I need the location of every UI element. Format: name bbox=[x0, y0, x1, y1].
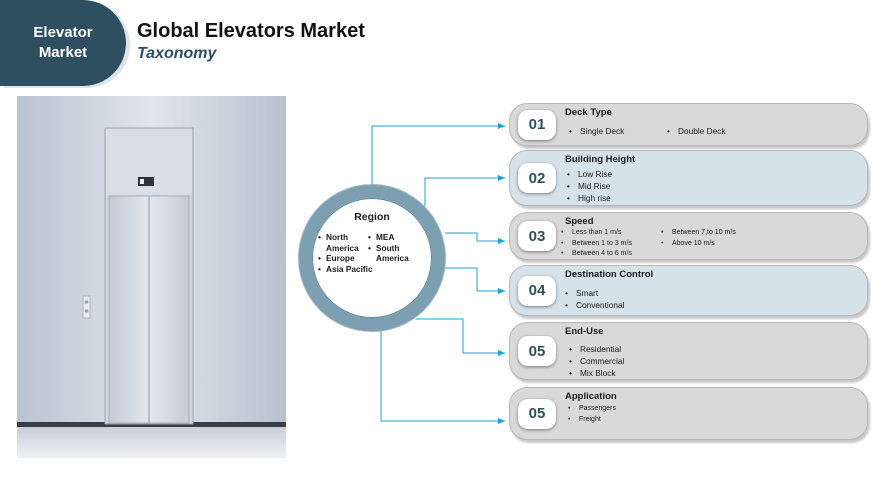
segment-item: Conventional bbox=[565, 299, 624, 311]
arrow-icon bbox=[498, 238, 505, 244]
segment-items: Passengers Freight bbox=[568, 404, 616, 425]
segment-item: Smart bbox=[565, 287, 624, 299]
segment-items: Double Deck bbox=[667, 125, 726, 137]
segment-item: Between 1 to 3 m/s bbox=[561, 239, 632, 250]
segment-number: 01 bbox=[518, 109, 556, 140]
segment-title: Destination Control bbox=[565, 269, 654, 280]
segment-items: Less than 1 m/s Between 1 to 3 m/s Betwe… bbox=[561, 228, 632, 260]
segment-item: Residential bbox=[569, 343, 624, 355]
segment-destination-control: 04 Destination Control Smart Conventiona… bbox=[509, 265, 868, 316]
segment-number: 03 bbox=[518, 221, 556, 251]
region-item: Europe bbox=[318, 253, 382, 264]
segment-deck-type: 01 Deck Type Single Deck Double Deck bbox=[509, 103, 868, 146]
arrow-icon bbox=[498, 175, 505, 181]
segment-item: Less than 1 m/s bbox=[561, 228, 632, 239]
arrow-icon bbox=[498, 350, 505, 356]
segment-title: Deck Type bbox=[565, 107, 612, 118]
connector-line bbox=[371, 125, 505, 186]
segment-number: 05 bbox=[518, 336, 556, 366]
connector-line bbox=[380, 331, 505, 422]
segment-item: Commercial bbox=[569, 355, 624, 367]
segment-number: 05 bbox=[518, 398, 556, 429]
segment-title: Application bbox=[565, 391, 617, 402]
connector-line bbox=[416, 318, 505, 354]
arrow-icon bbox=[498, 123, 505, 129]
segment-items: Smart Conventional bbox=[565, 287, 624, 311]
badge-text: Elevator Market bbox=[33, 24, 93, 61]
region-item: Asia Pacific bbox=[318, 264, 382, 275]
segment-application: 05 Application Passengers Freight bbox=[509, 387, 868, 440]
segment-title: Speed bbox=[565, 216, 594, 227]
segment-end-use: 05 End-Use Residential Commercial Mix Bl… bbox=[509, 322, 868, 380]
page-title: Global Elevators Market bbox=[137, 20, 365, 42]
segment-item: Passengers bbox=[568, 404, 616, 415]
segment-items: Residential Commercial Mix Block bbox=[569, 343, 624, 379]
page-subtitle: Taxonomy bbox=[137, 45, 217, 62]
region-item: South America bbox=[368, 243, 428, 264]
segment-item: Double Deck bbox=[667, 125, 726, 137]
connector-line bbox=[424, 177, 505, 206]
segment-building-height: 02 Building Height Low Rise Mid Rise Hig… bbox=[509, 150, 868, 206]
region-title: Region bbox=[354, 211, 390, 223]
segment-item: Freight bbox=[568, 415, 616, 426]
arrow-icon bbox=[498, 418, 505, 424]
segment-speed: 03 Speed Less than 1 m/s Between 1 to 3 … bbox=[509, 212, 868, 260]
connector-line bbox=[438, 267, 505, 292]
segment-item: Single Deck bbox=[569, 125, 624, 137]
region-item: MEA bbox=[368, 232, 428, 243]
segment-items: Single Deck bbox=[569, 125, 624, 137]
segment-title: End-Use bbox=[565, 326, 604, 337]
segment-number: 04 bbox=[518, 275, 556, 306]
elevator-photo bbox=[17, 96, 286, 458]
segment-item: Above 10 m/s bbox=[661, 239, 736, 250]
segment-item: Mid Rise bbox=[567, 180, 612, 192]
region-list-left: North America Europe Asia Pacific bbox=[318, 232, 382, 274]
connector-line bbox=[445, 232, 505, 242]
segment-item: Between 7,to 10 m/s bbox=[661, 228, 736, 239]
region-circle: Region North America Europe Asia Pacific… bbox=[299, 185, 445, 331]
region-list-right: MEA South America bbox=[368, 232, 428, 264]
segment-title: Building Height bbox=[565, 154, 636, 165]
segment-item: High rise bbox=[567, 192, 612, 204]
segment-item: Low Rise bbox=[567, 168, 612, 180]
segment-items: Between 7,to 10 m/s Above 10 m/s bbox=[661, 228, 736, 249]
segment-item: Between 4 to 6 m/s bbox=[561, 249, 632, 260]
market-badge: Elevator Market bbox=[0, 0, 126, 86]
segment-number: 02 bbox=[518, 163, 556, 193]
arrow-icon bbox=[498, 288, 505, 294]
segment-item: Mix Block bbox=[569, 367, 624, 379]
segment-items: Low Rise Mid Rise High rise bbox=[567, 168, 612, 204]
region-item: North America bbox=[318, 232, 382, 253]
